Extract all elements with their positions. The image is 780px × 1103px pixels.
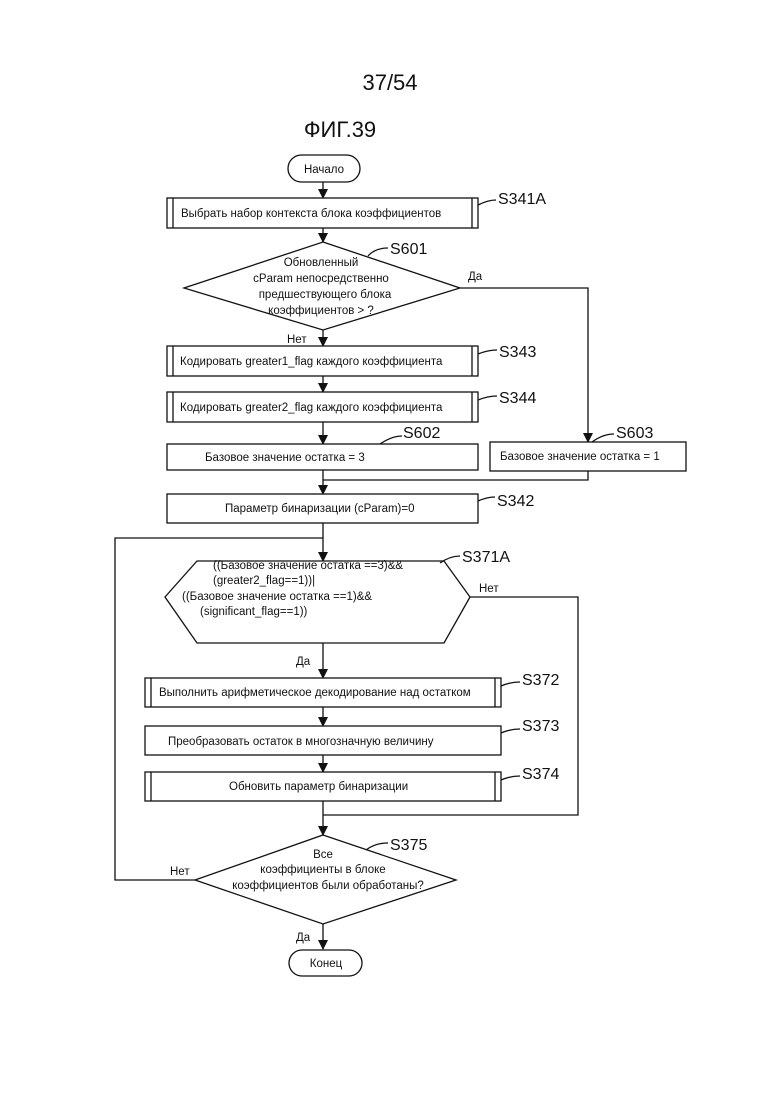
s602-step: S602 xyxy=(403,425,440,442)
s601-step: S601 xyxy=(390,241,427,258)
node-s341a: Выбрать набор контекста блока коэффициен… xyxy=(167,191,546,228)
s343-step: S343 xyxy=(499,344,536,361)
s603-step: S603 xyxy=(616,425,653,442)
figure-title: ФИГ.39 xyxy=(304,117,376,142)
node-s372: Выполнить арифметическое декодирование н… xyxy=(145,672,559,707)
s601-yes-label: Да xyxy=(468,271,483,283)
s372-step: S372 xyxy=(522,672,559,689)
s344-step: S344 xyxy=(499,390,536,407)
end-label: Конец xyxy=(310,958,343,970)
s344-label: Кодировать greater2_flag каждого коэффиц… xyxy=(180,402,443,414)
node-s342: Параметр бинаризации (cParam)=0 S342 xyxy=(167,493,534,523)
node-s344: Кодировать greater2_flag каждого коэффиц… xyxy=(167,390,536,422)
s371a-line-4: (significant_flag==1)) xyxy=(200,606,308,618)
s375-no-label: Нет xyxy=(170,866,190,878)
s371a-line-3: ((Базовое значение остатка ==1)&& xyxy=(182,591,372,603)
s342-step: S342 xyxy=(497,493,534,510)
s602-label: Базовое значение остатка = 3 xyxy=(205,452,365,464)
s371a-yes-label: Да xyxy=(296,656,311,668)
s341a-label: Выбрать набор контекста блока коэффициен… xyxy=(181,208,441,220)
node-s601: Обновленный cParam непосредственно предш… xyxy=(184,241,460,330)
s375-yes-label: Да xyxy=(296,932,311,944)
s371a-step: S371A xyxy=(462,549,510,566)
s375-line-2: коэффициенты в блоке xyxy=(260,864,385,876)
s375-line-1: Все xyxy=(313,849,333,861)
s601-line-3: предшествующего блока xyxy=(259,289,392,301)
node-start: Начало xyxy=(288,155,360,182)
s601-line-4: коэффициентов > ? xyxy=(268,305,374,317)
node-end: Конец xyxy=(289,950,362,976)
s342-label: Параметр бинаризации (cParam)=0 xyxy=(225,503,415,515)
s373-step: S373 xyxy=(522,718,559,735)
start-label: Начало xyxy=(304,164,344,176)
s375-line-3: коэффициентов были обработаны? xyxy=(232,880,424,892)
s601-line-1: Обновленный xyxy=(284,257,359,269)
node-s373: Преобразовать остаток в многозначную вел… xyxy=(145,718,559,755)
s373-label: Преобразовать остаток в многозначную вел… xyxy=(168,736,434,748)
node-s375: Все коэффициенты в блоке коэффициентов б… xyxy=(195,835,456,924)
s371a-line-2: (greater2_flag==1))| xyxy=(213,575,315,587)
s341a-step: S341A xyxy=(498,191,546,208)
s603-label: Базовое значение остатка = 1 xyxy=(500,451,660,463)
s601-no-label: Нет xyxy=(287,334,307,346)
node-s343: Кодировать greater1_flag каждого коэффиц… xyxy=(167,344,536,376)
s374-step: S374 xyxy=(522,766,559,783)
s371a-no-label: Нет xyxy=(479,583,499,595)
s372-label: Выполнить арифметическое декодирование н… xyxy=(159,687,471,699)
node-s374: Обновить параметр бинаризации S374 xyxy=(145,766,559,801)
s375-step: S375 xyxy=(390,837,427,854)
s374-label: Обновить параметр бинаризации xyxy=(229,781,408,793)
s343-label: Кодировать greater1_flag каждого коэффиц… xyxy=(180,356,443,368)
page-number: 37/54 xyxy=(362,70,417,95)
s601-line-2: cParam непосредственно xyxy=(253,273,389,285)
s371a-line-1: ((Базовое значение остатка ==3)&& xyxy=(213,560,403,572)
node-s371a: ((Базовое значение остатка ==3)&& (great… xyxy=(165,549,510,643)
